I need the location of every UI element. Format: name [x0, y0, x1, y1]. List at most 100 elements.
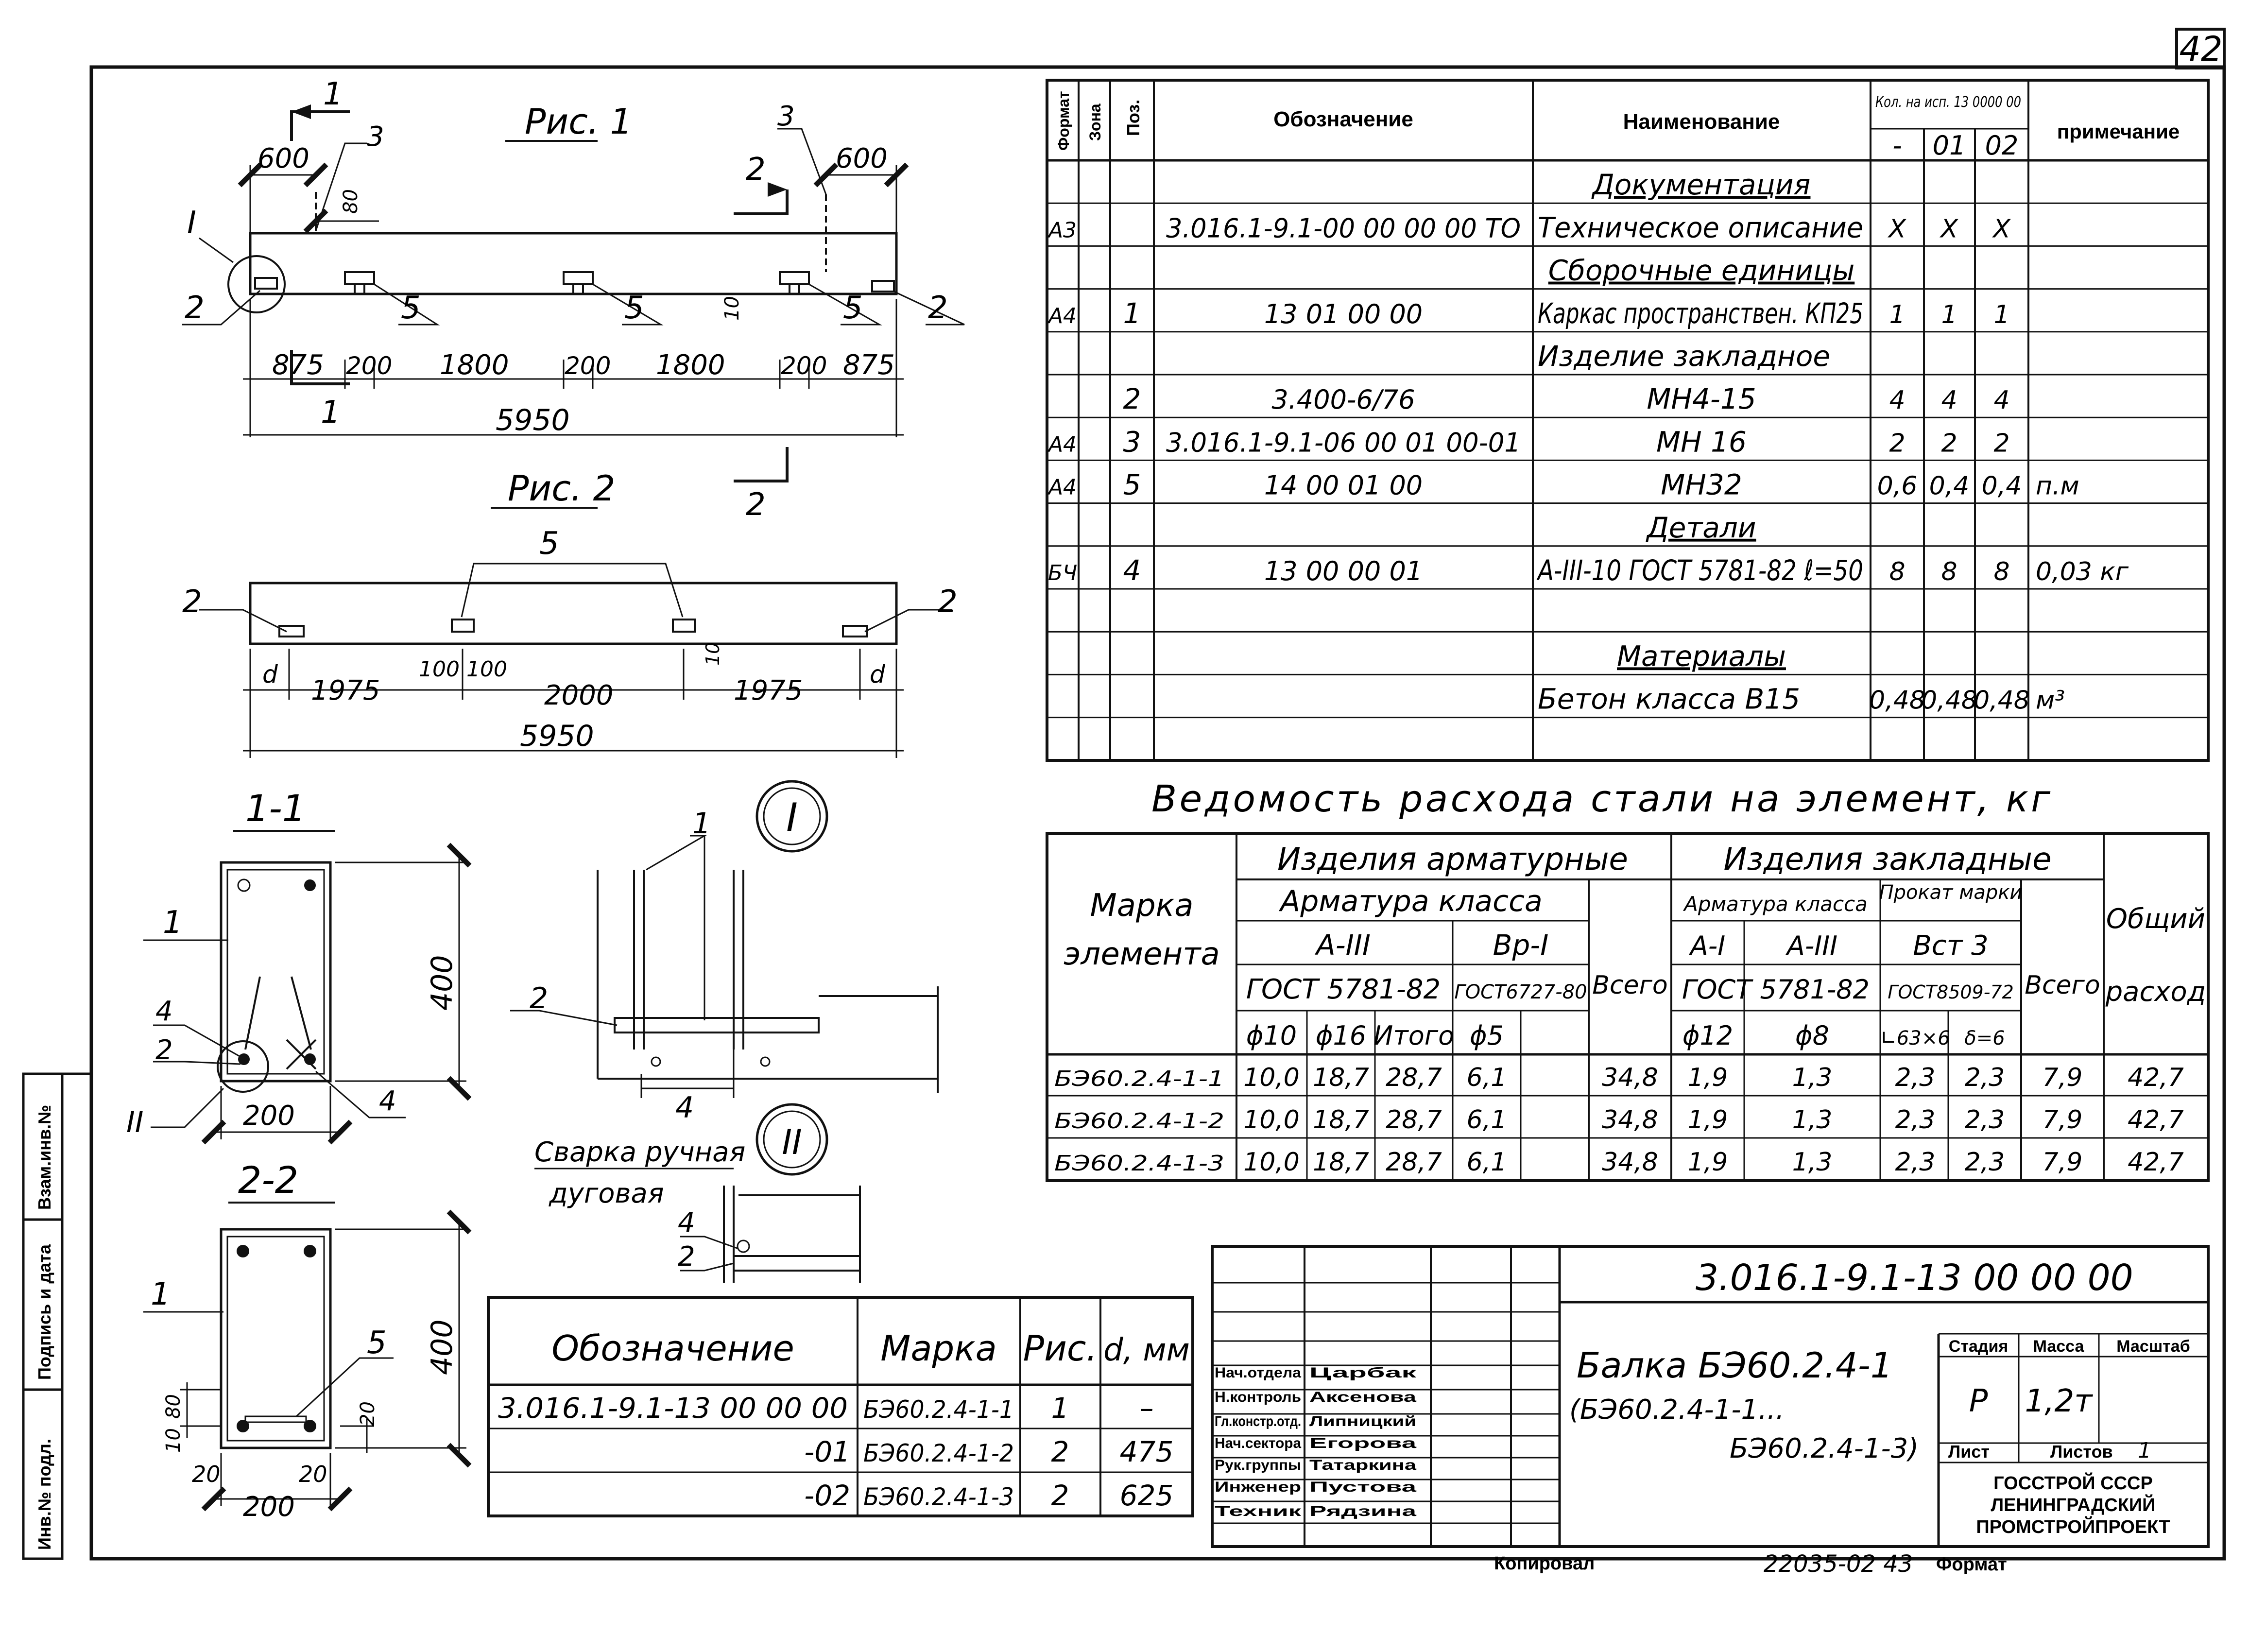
- steel-sub-7: δ=6: [1964, 1027, 2005, 1050]
- steel-row-val-6: 1,9: [1688, 1148, 1728, 1177]
- detail-II-weld-2: дуговая: [549, 1178, 664, 1209]
- spec-row-qty-2: 8: [1993, 557, 2009, 586]
- variant-row-ris: 2: [1051, 1479, 1069, 1512]
- spec-row-designation: 14 00 01 00: [1264, 470, 1423, 501]
- tb-code: 3.016.1-9.1-13 00 00 00: [1696, 1257, 2133, 1299]
- fig1-label-3-right: 3: [777, 101, 795, 132]
- title-block: [1211, 1245, 2210, 1548]
- detail-I-label-4: 4: [675, 1091, 694, 1125]
- fig1-dim-200-a: 200: [346, 352, 392, 380]
- fig1-label-2-right: 2: [928, 290, 948, 326]
- steel-h-ai: А-I: [1689, 930, 1725, 961]
- fig1-dim-80: 80: [340, 189, 362, 214]
- tb-title-3: БЭ60.2.4-1-3): [1730, 1433, 1919, 1464]
- tb-staff-name: Пустова: [1309, 1479, 1417, 1495]
- spec-row-qty-2: 2: [1993, 429, 2009, 458]
- section-2-2-dim-height: 400: [425, 1319, 459, 1375]
- variant-row-marka: БЭ60.2.4-1-1: [863, 1395, 1014, 1424]
- spec-row-name: Сборочные единицы: [1548, 254, 1855, 287]
- fig1-dim-875-right: 875: [843, 349, 895, 381]
- fig2-dim-total: 5950: [520, 719, 594, 753]
- spec-row-name: Материалы: [1617, 639, 1786, 672]
- spec-row-note: м³: [2036, 686, 2065, 715]
- spec-row-designation: 13 01 00 00: [1264, 299, 1423, 329]
- spec-row-qty-0: 0,6: [1877, 472, 1918, 501]
- spec-row-note: п.м: [2036, 472, 2079, 501]
- steel-h-mark-2: элемента: [1064, 936, 1219, 972]
- fig1-sec2-top: 2: [746, 152, 766, 188]
- spec-row-qty-1: 0,4: [1929, 472, 1970, 501]
- side-stamp-podpis: Подпись и дата: [34, 1244, 54, 1380]
- spec-h-name: Наименование: [1623, 110, 1780, 134]
- fig2-dim-d-left: d: [262, 660, 278, 688]
- steel-sub-1: ϕ16: [1316, 1020, 1366, 1051]
- steel-row-val-1: 10,0: [1243, 1148, 1300, 1177]
- spec-row-qty-0: 8: [1889, 557, 1905, 586]
- steel-sub-6: ∟63×6: [1880, 1027, 1950, 1050]
- side-stamp: [22, 1072, 91, 1560]
- steel-row-val-1: 10,0: [1243, 1105, 1300, 1135]
- page-number-box: [2175, 28, 2226, 69]
- section-2-2-title: 2-2: [238, 1158, 298, 1202]
- fig2-dim-1975-right: 1975: [734, 675, 803, 706]
- variant-row-oboz: -02: [804, 1479, 850, 1512]
- section-2-2: 2-2 1 5 200 400 80 10: [143, 1158, 472, 1523]
- fig2-dim-100-b: 100: [466, 657, 507, 682]
- steel-h-vsego-2: Всего: [2025, 971, 2100, 1000]
- steel-h-vsego: Всего: [1592, 971, 1667, 1000]
- steel-h-total-1: Общий: [2106, 903, 2205, 935]
- fig1-title: Рис. 1: [525, 101, 632, 142]
- fig1-label-3-left: 3: [367, 121, 384, 153]
- section-1-1-label-2: 2: [155, 1034, 173, 1066]
- spec-row-qty-0: 4: [1889, 386, 1905, 415]
- section-1-1-label-4a: 4: [155, 996, 173, 1027]
- steel-h-arm: Изделия арматурные: [1277, 842, 1628, 878]
- variant-h-marka: Марка: [880, 1328, 997, 1369]
- section-1-1-dim-height: 400: [425, 955, 459, 1011]
- spec-row-name: МН4-15: [1647, 382, 1756, 415]
- detail-II-callout: II: [782, 1122, 802, 1162]
- spec-row-pos: 2: [1123, 382, 1141, 415]
- tb-staff-name: Татаркина: [1309, 1457, 1416, 1473]
- steel-row-val-1: 10,0: [1243, 1063, 1300, 1092]
- steel-h-gost-8509: ГОСТ8509-72: [1888, 981, 2014, 1003]
- steel-h-mark-1: Марка: [1090, 888, 1194, 924]
- steel-row-val-7: 1,3: [1792, 1105, 1833, 1135]
- fig2-label-2-right: 2: [938, 584, 958, 620]
- variant-h-oboz: Обозначение: [551, 1328, 794, 1369]
- tb-staff-role: Инженер: [1215, 1479, 1301, 1495]
- steel-row-val-9: 2,3: [1965, 1105, 2005, 1135]
- fig1-sec1-top: 1: [323, 76, 343, 112]
- steel-row-val-10: 7,9: [2043, 1148, 2083, 1177]
- section-1-1-dim-width: 200: [243, 1100, 295, 1132]
- spec-row-qty-2: 1: [1993, 300, 2009, 329]
- steel-title: Ведомость расхода стали на элемент, кг: [1151, 777, 2051, 820]
- steel-h-bp: Вр-I: [1493, 929, 1549, 962]
- tb-org-2: ЛЕНИНГРАДСКИЙ: [1991, 1494, 2156, 1515]
- spec-row-qty-2: 0,4: [1982, 472, 2022, 501]
- spec-row-qty-0: 1: [1889, 300, 1905, 329]
- spec-row-format: А4: [1047, 475, 1077, 500]
- fig1-label-5-a: 5: [401, 290, 421, 326]
- fig2-dim-100-a: 100: [419, 657, 460, 682]
- sheet-frame: [89, 65, 2226, 1561]
- spec-h-qty-1: 01: [1933, 130, 1966, 161]
- fig1-callout-I: I: [187, 205, 196, 241]
- fig1-dim-600-right: 600: [836, 143, 888, 174]
- tb-sheets-h: Листов: [2050, 1442, 2113, 1462]
- variant-row-d: 475: [1120, 1435, 1174, 1468]
- spec-row-qty-0: X: [1887, 214, 1906, 243]
- tb-staff-role: Нач.сектора: [1215, 1435, 1301, 1451]
- fig1-label-2-left: 2: [185, 290, 205, 326]
- section-1-1-label-4b: 4: [379, 1085, 396, 1117]
- tb-org-1: ГОССТРОЙ СССР: [1993, 1472, 2153, 1494]
- steel-row-mark: БЭ60.2.4-1-2: [1054, 1109, 1224, 1134]
- side-stamp-inv: Инв.№ подл.: [34, 1439, 54, 1550]
- spec-h-pos: Поз.: [1123, 100, 1143, 136]
- spec-row-qty-1: 2: [1941, 429, 1957, 458]
- steel-h-vst3: Вст 3: [1913, 930, 1988, 962]
- spec-row-format: А3: [1047, 218, 1077, 242]
